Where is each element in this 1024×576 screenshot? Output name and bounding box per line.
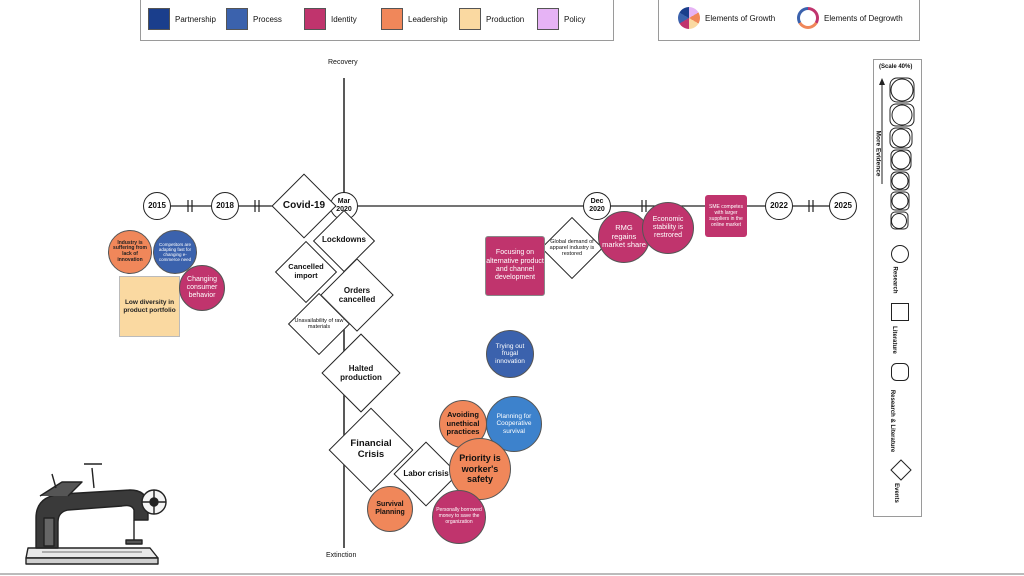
- sme-box: SME competes with larger suppliers in th…: [705, 195, 747, 237]
- consumer-behavior-node: Changing consumer behavior: [179, 265, 225, 311]
- survival-node: Survival Planning: [367, 486, 413, 532]
- legend-growth: Elements of Growth: [678, 7, 775, 29]
- legend-label: Identity: [331, 14, 357, 24]
- degrowth-ring-icon: [797, 7, 819, 29]
- lockdowns-label: Lockdowns: [321, 235, 366, 245]
- year-dec-2020: Dec 2020: [583, 192, 611, 220]
- labor-crisis-label: Labor crisis: [403, 469, 449, 479]
- competitors-node: Competitors are adapting fast for changi…: [153, 230, 197, 274]
- raw-materials-label: Unavailability of raw materials: [294, 317, 344, 330]
- research-circle-icon: [891, 245, 909, 263]
- research-literature-icon: [891, 363, 909, 381]
- legend-leadership: Leadership: [381, 8, 448, 30]
- legend-label: Elements of Growth: [705, 13, 776, 23]
- economic-node: Economic stability is restrored: [642, 202, 694, 254]
- literature-label: Literature: [890, 326, 897, 354]
- legend-label: Process: [253, 14, 282, 24]
- events-label: Events: [892, 483, 899, 503]
- process-swatch: [226, 8, 248, 30]
- research-label: Research: [891, 266, 898, 294]
- year-2015: 2015: [143, 192, 171, 220]
- growth-legend: [658, 0, 920, 41]
- policy-swatch: [537, 8, 559, 30]
- legend-label: Policy: [564, 14, 586, 24]
- legend-process: Process: [226, 8, 282, 30]
- low-diversity-box: Low diversity in product portfolio: [119, 276, 180, 337]
- axis-recovery-label: Recovery: [328, 59, 358, 66]
- production-swatch: [459, 8, 481, 30]
- legend-production: Production: [459, 8, 524, 30]
- legend-label: Leadership: [408, 14, 448, 24]
- scale-title: (Scale 40%): [879, 64, 913, 70]
- year-2025: 2025: [829, 192, 857, 220]
- sewing-machine-icon: [25, 463, 167, 565]
- legend-identity: Identity: [304, 8, 357, 30]
- scale-panel: [873, 59, 922, 517]
- covid-label: Covid-19: [282, 200, 326, 212]
- financial-crisis-label: Financial Crisis: [350, 438, 392, 460]
- legend-label: Production: [486, 14, 525, 24]
- global-demand-label: Global demand of apparel industry is res…: [549, 238, 595, 258]
- cancelled-import-label: Cancelled import: [288, 262, 324, 280]
- year-2018: 2018: [211, 192, 239, 220]
- orders-cancelled-label: Orders cancelled: [338, 285, 376, 304]
- year-2022: 2022: [765, 192, 793, 220]
- legend-degrowth: Elements of Degrowth: [797, 7, 903, 29]
- focusing-box: Focusing on alternative product and chan…: [485, 236, 545, 296]
- scale-shapes: [889, 77, 915, 230]
- category-legend: [140, 0, 614, 41]
- lack-innovation-node: Industry is suffering from lack of innov…: [108, 230, 152, 274]
- borrowed-node: Personally borrowed money to save the or…: [432, 490, 486, 544]
- partnership-swatch: [148, 8, 170, 30]
- frugal-node: Trying out frugal innovation: [486, 330, 534, 378]
- more-evidence-label: More Evidence: [874, 130, 882, 177]
- literature-square-icon: [891, 303, 909, 321]
- legend-label: Elements of Degrowth: [824, 13, 903, 23]
- legend-partnership: Partnership: [148, 8, 216, 30]
- legend-policy: Policy: [537, 8, 585, 30]
- more-evidence-arrow-icon: [879, 78, 885, 184]
- research-literature-label: Research & Literature: [889, 389, 896, 453]
- identity-swatch: [304, 8, 326, 30]
- growth-ring-icon: [678, 7, 700, 29]
- legend-label: Partnership: [175, 14, 216, 24]
- events-diamond-icon: [890, 459, 912, 481]
- leadership-swatch: [381, 8, 403, 30]
- priority-node: Priority is worker's safety: [449, 438, 511, 500]
- axis-extinction-label: Extinction: [326, 552, 357, 559]
- halted-production-label: Halted production: [340, 363, 382, 382]
- rmg-node: RMG regains market share: [598, 211, 650, 263]
